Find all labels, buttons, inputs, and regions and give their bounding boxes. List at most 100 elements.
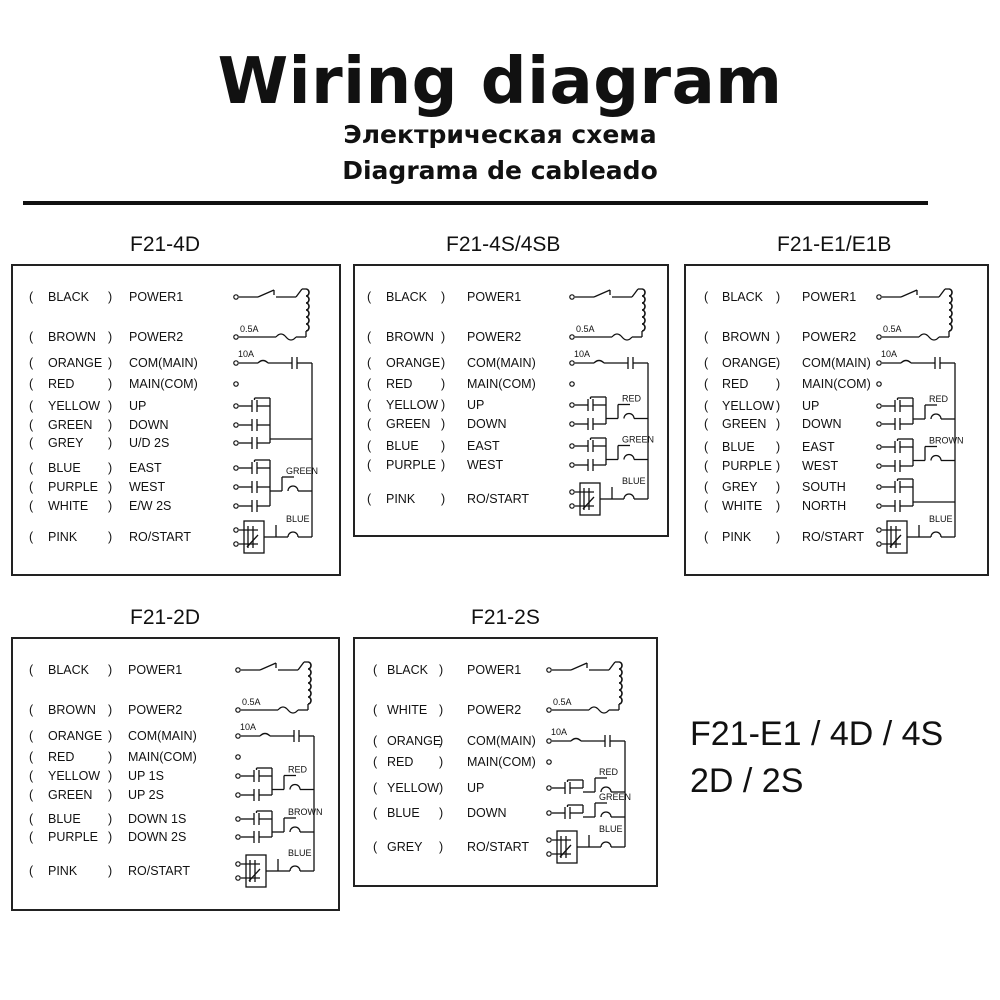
- wire-color-label: PINK: [48, 864, 78, 878]
- wire-row: (WHITE)NORTH: [686, 497, 879, 515]
- wire-row: (BLACK)POWER1: [13, 661, 238, 679]
- paren-close: ): [776, 290, 781, 304]
- wire: [631, 288, 639, 298]
- paren-open: (: [29, 399, 34, 413]
- switch-blade: [593, 289, 611, 298]
- wire-function-label: UP: [467, 781, 485, 795]
- paren-close: ): [108, 418, 113, 432]
- wire: [608, 661, 616, 671]
- terminal-dot: [235, 861, 241, 867]
- paren-open: (: [29, 461, 34, 475]
- terminal-dot: [233, 334, 239, 340]
- coil-label: RED: [599, 767, 619, 777]
- paren-close: ): [108, 663, 113, 677]
- wire-color-label: YELLOW: [48, 399, 101, 413]
- start-relay-box: [886, 520, 908, 554]
- paren-open: (: [29, 864, 34, 878]
- paren-open: (: [704, 377, 709, 391]
- panel-title-f21-2s: F21-2S: [471, 606, 540, 629]
- wire-function-label: POWER2: [128, 703, 183, 717]
- wire-function-label: WEST: [129, 480, 166, 494]
- wiring-panel-f21-e1: (BLACK)POWER1(BROWN)POWER2(ORANGE)COM(MA…: [684, 264, 989, 576]
- paren-open: (: [367, 417, 372, 431]
- wire-function-label: COM(MAIN): [129, 356, 198, 370]
- coil-symbol: [623, 493, 635, 500]
- coil-symbol: [289, 783, 301, 790]
- paren-close: ): [108, 788, 113, 802]
- terminal-dot: [569, 294, 575, 300]
- wire-row: (YELLOW)UP 1S: [13, 767, 238, 785]
- paren-open: (: [29, 436, 34, 450]
- coil-label: BROWN: [929, 436, 964, 446]
- wire-function-label: EAST: [802, 440, 835, 454]
- wire-row: (BLACK)POWER1: [686, 288, 879, 306]
- wiring-panel-f21-2s: (BLACK)POWER1(WHITE)POWER2(ORANGE)COM(MA…: [353, 637, 658, 887]
- paren-open: (: [29, 788, 34, 802]
- wire-row: (ORANGE)COM(MAIN): [686, 354, 879, 372]
- paren-open: (: [373, 781, 378, 795]
- wire-color-label: GREY: [387, 840, 423, 854]
- wire-row: (RED)MAIN(COM): [355, 375, 572, 393]
- coil-label: GREEN: [622, 435, 654, 445]
- wire-function-label: EAST: [467, 439, 500, 453]
- start-relay-box: [245, 854, 267, 888]
- terminal-dot: [876, 294, 882, 300]
- relay-slash: [582, 496, 595, 510]
- wire-row: (RED)MAIN(COM): [13, 375, 236, 393]
- wire-row: (RED)MAIN(COM): [355, 753, 549, 771]
- transformer-coil: [641, 288, 646, 332]
- paren-open: (: [704, 440, 709, 454]
- fuse-symbol: [611, 333, 633, 341]
- terminal-dot: [569, 381, 575, 387]
- paren-close: ): [776, 440, 781, 454]
- paren-open: (: [367, 492, 372, 506]
- wire-row: (GREEN)DOWN: [355, 415, 572, 433]
- terminal-dot: [546, 785, 552, 791]
- paren-close: ): [776, 499, 781, 513]
- terminal-dot: [233, 360, 239, 366]
- wire-row: (ORANGE)COM(MAIN): [355, 732, 549, 750]
- breaker-arc: [257, 359, 269, 364]
- breaker-arc: [259, 732, 271, 737]
- wire-function-label: COM(MAIN): [467, 356, 536, 370]
- paren-close: ): [108, 499, 113, 513]
- paren-close: ): [776, 480, 781, 494]
- relay-slash: [246, 534, 259, 548]
- terminal-dot: [569, 402, 575, 408]
- coil-symbol: [623, 453, 635, 460]
- terminal-dot: [876, 527, 882, 533]
- wire-row: (PINK)RO/START: [355, 490, 572, 508]
- terminal-dot: [235, 667, 241, 673]
- wire-function-label: MAIN(COM): [467, 377, 536, 391]
- fuse-symbol: [588, 706, 610, 714]
- wire-color-label: YELLOW: [387, 781, 440, 795]
- paren-close: ): [108, 750, 113, 764]
- paren-open: (: [29, 290, 34, 304]
- coil-symbol: [600, 786, 612, 793]
- terminal-dot: [876, 444, 882, 450]
- wire-function-label: RO/START: [467, 492, 530, 506]
- terminal-dot: [569, 489, 575, 495]
- paren-open: (: [367, 458, 372, 472]
- wire-color-label: GREEN: [48, 418, 93, 432]
- terminal-dot: [569, 443, 575, 449]
- paren-open: (: [704, 356, 709, 370]
- terminal-dot: [235, 834, 241, 840]
- wire-color-label: GREY: [48, 436, 84, 450]
- wire-function-label: U/D 2S: [129, 436, 170, 450]
- paren-close: ): [108, 436, 113, 450]
- wire-function-label: SOUTH: [802, 480, 846, 494]
- wire-function-label: POWER2: [467, 703, 522, 717]
- terminal-dot: [876, 503, 882, 509]
- paren-open: (: [29, 769, 34, 783]
- wire-color-label: BLUE: [48, 812, 81, 826]
- relay-slash: [559, 844, 572, 858]
- transformer-coil: [307, 661, 312, 705]
- terminal-dot: [876, 541, 882, 547]
- wire-function-label: WEST: [802, 459, 839, 473]
- terminal-dot: [546, 738, 552, 744]
- wire-row: (ORANGE)COM(MAIN): [13, 727, 238, 745]
- wire-row: (WHITE)E/W 2S: [13, 497, 236, 515]
- paren-open: (: [704, 290, 709, 304]
